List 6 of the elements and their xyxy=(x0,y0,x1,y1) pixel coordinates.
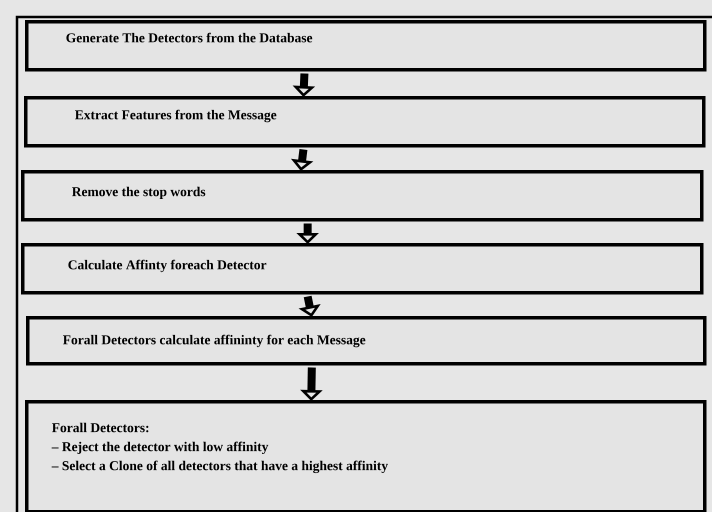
process-box: Extract Features from the Message xyxy=(24,96,706,148)
process-box: Generate The Detectors from the Database xyxy=(25,20,706,72)
process-box: Remove the stop words xyxy=(21,170,704,222)
process-box: Forall Detectors calculate affininty for each Message xyxy=(26,316,706,366)
process-box: Forall Detectors: – Reject the detector with low affinity – Select a Clone of all detectors that have a highest affinity xyxy=(25,400,706,512)
process-box: Calculate Affinty foreach Detector xyxy=(21,243,704,294)
